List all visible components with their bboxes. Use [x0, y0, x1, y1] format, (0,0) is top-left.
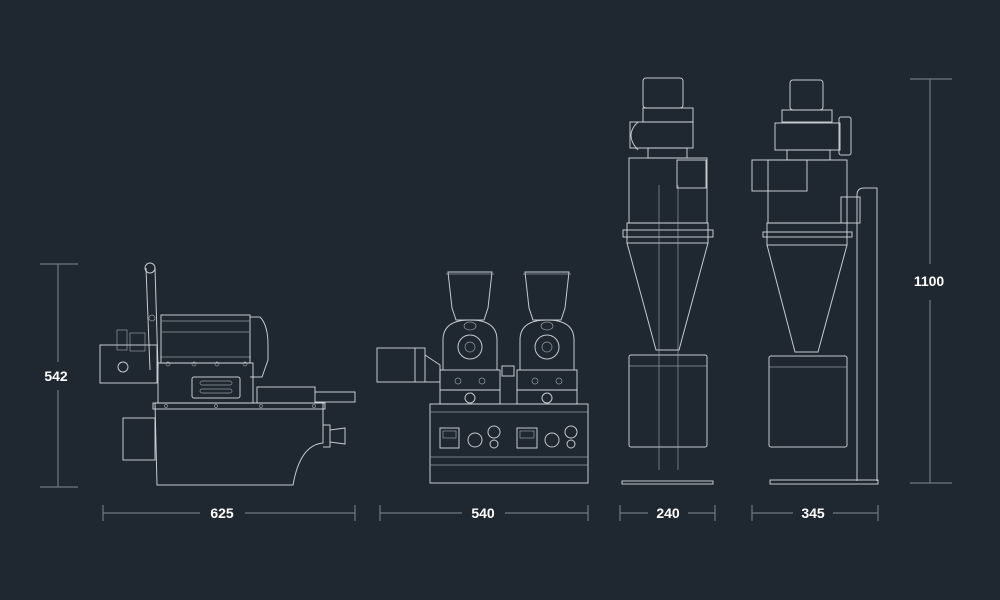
cyclone-side-width-label: 345 [797, 505, 829, 521]
roaster-width-label: 625 [206, 505, 238, 521]
cyclone-height-label: 1100 [909, 273, 949, 289]
grinder-drawing [376, 271, 589, 484]
cyclone-side-drawing [751, 79, 879, 485]
cyclone-front-drawing [621, 77, 714, 485]
roaster-drawing [99, 262, 356, 486]
dimension-lines [40, 78, 952, 521]
cyclone-front-width-label: 240 [652, 505, 684, 521]
roaster-height-label: 542 [40, 368, 72, 384]
grinder-width-label: 540 [467, 505, 499, 521]
